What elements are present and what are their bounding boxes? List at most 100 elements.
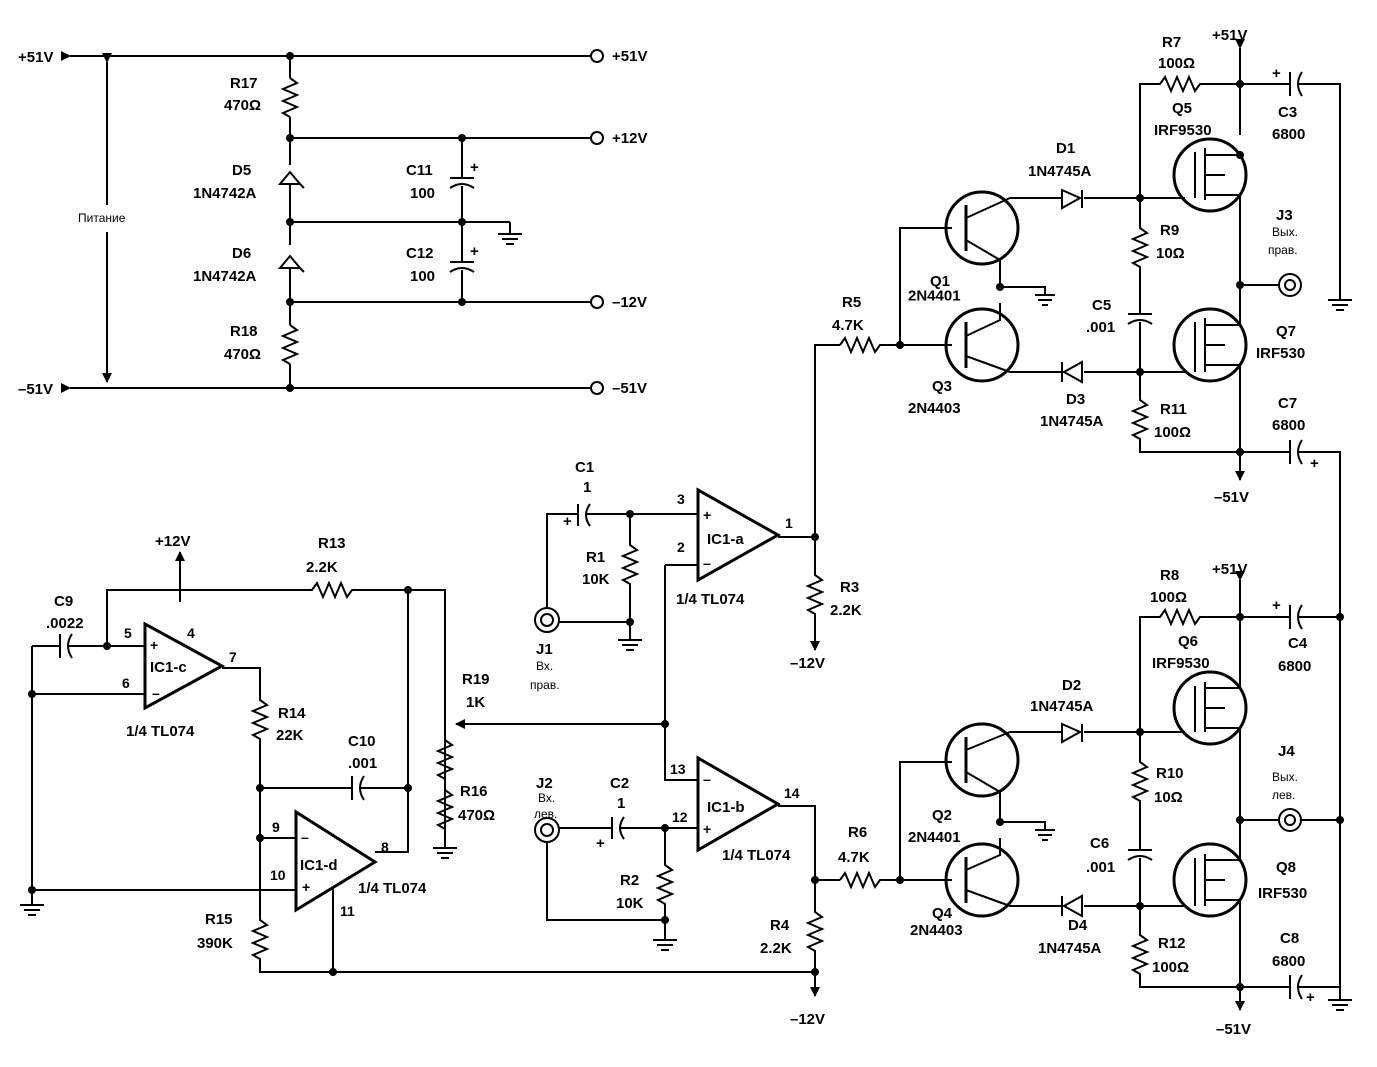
label-j1: J1 xyxy=(536,641,553,658)
svg-text:+: + xyxy=(470,243,479,260)
value-r7: 100Ω xyxy=(1158,55,1195,72)
opamp-ic1d xyxy=(294,809,378,913)
value-q5: IRF9530 xyxy=(1154,122,1212,139)
label-q5: Q5 xyxy=(1172,100,1192,117)
label-r16: R16 xyxy=(460,783,488,800)
label-q2: Q2 xyxy=(932,807,952,824)
label-d1: D1 xyxy=(1056,140,1075,157)
value-c12: 100 xyxy=(410,268,435,285)
terminal-m51 xyxy=(590,381,604,395)
label-c4: C4 xyxy=(1288,635,1308,652)
label-ic1c: IC1-c xyxy=(150,659,187,676)
supply-out-p51-label: +51V xyxy=(612,48,647,65)
label-ic1b: IC1-b xyxy=(707,799,745,816)
transistor-q4 xyxy=(944,842,1020,918)
pin-2: 2 xyxy=(677,539,685,555)
resistor-r14 xyxy=(222,667,270,788)
value-r5: 4.7K xyxy=(832,317,864,334)
label-r19: R19 xyxy=(462,671,490,688)
value-d4: 1N4745A xyxy=(1038,940,1102,957)
value-r15: 390K xyxy=(197,935,233,952)
value-c8: 6800 xyxy=(1272,953,1305,970)
svg-text:+: + xyxy=(563,513,572,530)
label-j2-b: лев. xyxy=(534,807,557,821)
pin-6: 6 xyxy=(122,675,130,691)
value-d2: 1N4745A xyxy=(1030,698,1094,715)
label-c8: C8 xyxy=(1280,930,1299,947)
value-r1: 10K xyxy=(582,571,610,588)
value-c3: 6800 xyxy=(1272,126,1305,143)
label-q1: Q1 xyxy=(930,273,950,290)
label-q7: Q7 xyxy=(1276,323,1296,340)
value-c2: 1 xyxy=(617,795,625,812)
value-d5: 1N4742A xyxy=(193,185,257,202)
note-ic1b: 1/4 TL074 xyxy=(722,847,791,864)
label-j3: J3 xyxy=(1276,207,1293,224)
opamp-ic1b xyxy=(696,755,782,853)
value-q8: IRF530 xyxy=(1258,885,1307,902)
opamp-ic1a xyxy=(696,487,782,583)
label-c1: C1 xyxy=(575,459,594,476)
label-r9: R9 xyxy=(1160,222,1179,239)
label-r4: R4 xyxy=(770,917,790,934)
resistor-r5 xyxy=(839,335,900,355)
label-c6: C6 xyxy=(1090,835,1109,852)
value-c1: 1 xyxy=(583,479,591,496)
label-c5: C5 xyxy=(1092,297,1111,314)
label-d5: D5 xyxy=(232,162,251,179)
label-q3: Q3 xyxy=(932,378,952,395)
value-m12b: –12V xyxy=(790,1011,825,1028)
capacitor-c9 xyxy=(32,633,107,659)
value-r18: 470Ω xyxy=(224,346,261,363)
value-p51b: +51V xyxy=(1212,561,1247,578)
value-d1: 1N4745A xyxy=(1028,163,1092,180)
terminal-p12 xyxy=(590,131,604,145)
opamp-ic1c xyxy=(143,621,226,711)
value-r8: 100Ω xyxy=(1150,589,1187,606)
transistor-q3 xyxy=(944,307,1020,383)
label-r18: R18 xyxy=(230,323,258,340)
value-q4: 2N4403 xyxy=(910,922,963,939)
terminal-m12 xyxy=(590,295,604,309)
supply-left-pos-label: +51V xyxy=(18,49,53,66)
power-supply-section: +51V –51V +51V –51V Питание +12V –12V xyxy=(18,48,647,398)
value-c11: 100 xyxy=(410,185,435,202)
value-c5: .001 xyxy=(1086,319,1115,336)
label-r6: R6 xyxy=(848,824,867,841)
svg-text:+: + xyxy=(470,159,479,176)
label-c10: C10 xyxy=(348,733,376,750)
resistor-r13 xyxy=(106,580,408,646)
label-j3-a: Вых. xyxy=(1272,225,1298,239)
pin-13: 13 xyxy=(670,761,686,777)
label-q6: Q6 xyxy=(1178,633,1198,650)
label-r17: R17 xyxy=(230,75,258,92)
value-r3: 2.2K xyxy=(830,602,862,619)
pin-9: 9 xyxy=(272,819,280,835)
value-r13: 2.2K xyxy=(306,559,338,576)
resistor-r15 xyxy=(250,838,815,973)
label-r12: R12 xyxy=(1158,935,1186,952)
value-r12: 100Ω xyxy=(1152,959,1189,976)
pin-plus-b: + xyxy=(703,821,711,837)
value-q1: 2N4401 xyxy=(908,288,961,305)
capacitor-c5 xyxy=(1127,313,1153,325)
supply-out-p12-label: +12V xyxy=(612,130,647,147)
label-d4: D4 xyxy=(1068,917,1088,934)
mosfet-q5 xyxy=(1172,137,1248,213)
resistor-r9 xyxy=(1130,198,1150,314)
mosfet-q6 xyxy=(1172,670,1248,746)
label-r2: R2 xyxy=(620,872,639,889)
transistor-q1 xyxy=(944,190,1020,266)
pin-4: 4 xyxy=(187,625,195,641)
resistor-r6 xyxy=(839,870,900,890)
label-j4-a: Вых. xyxy=(1272,770,1298,784)
label-r3: R3 xyxy=(840,579,859,596)
resistor-r16 xyxy=(433,740,457,859)
supply-caption: Питание xyxy=(78,211,126,225)
capacitor-c6 xyxy=(1127,849,1153,861)
pin-10: 10 xyxy=(270,867,286,883)
resistor-r4 xyxy=(805,880,825,997)
value-c9: .0022 xyxy=(46,615,84,632)
label-r13: R13 xyxy=(318,535,346,552)
label-j1-a: Вх. xyxy=(536,659,553,673)
